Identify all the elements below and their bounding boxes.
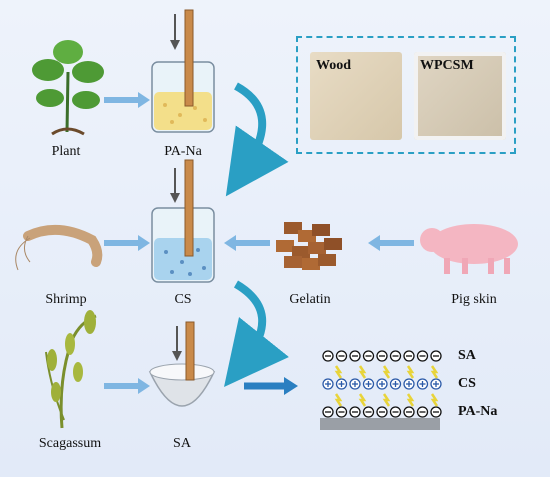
interaction-bolt <box>406 393 415 407</box>
interaction-bolt <box>358 393 367 407</box>
wpcsm-label: WPCSM <box>420 58 474 73</box>
sa-label: SA <box>173 436 191 451</box>
layer-label-cs: CS <box>458 376 476 391</box>
cs-beaker-icon <box>151 159 215 283</box>
interaction-bolt <box>406 365 415 379</box>
cs-label: CS <box>174 292 192 307</box>
sa-bowl-icon <box>148 321 216 407</box>
ion-layers <box>322 350 442 418</box>
interaction-bolt <box>358 365 367 379</box>
wpcsm-photo: WPCSM <box>414 52 506 140</box>
pig-skin-label: Pig skin <box>451 292 497 307</box>
shrimp-label: Shrimp <box>45 292 87 307</box>
pig-icon <box>420 224 518 274</box>
pa-na-label: PA-Na <box>164 144 202 159</box>
interaction-bolt <box>334 365 343 379</box>
plant-icon <box>32 40 104 136</box>
layer-label-pa-na: PA-Na <box>458 404 498 419</box>
curved-arrows <box>224 82 289 387</box>
pa-na-beaker-icon <box>151 9 215 133</box>
gelatin-label: Gelatin <box>289 292 331 307</box>
gelatin-icon <box>276 222 342 270</box>
wood-photo: Wood <box>310 52 402 140</box>
interaction-bolt <box>430 365 439 379</box>
interaction-bolt <box>382 365 391 379</box>
interaction-bolt <box>430 393 439 407</box>
interaction-bolt <box>334 393 343 407</box>
seaweed-icon <box>45 310 97 429</box>
wood-label: Wood <box>316 58 352 73</box>
interaction-bolt <box>382 393 391 407</box>
plant-label: Plant <box>51 144 81 159</box>
wood-comparison-inset: Wood WPCSM <box>296 36 516 154</box>
layer-label-sa: SA <box>458 348 476 363</box>
seaweed-label: Scagassum <box>38 436 102 451</box>
shrimp-icon <box>15 224 103 271</box>
flow-arrows <box>104 92 414 395</box>
layer-structure <box>320 418 440 430</box>
